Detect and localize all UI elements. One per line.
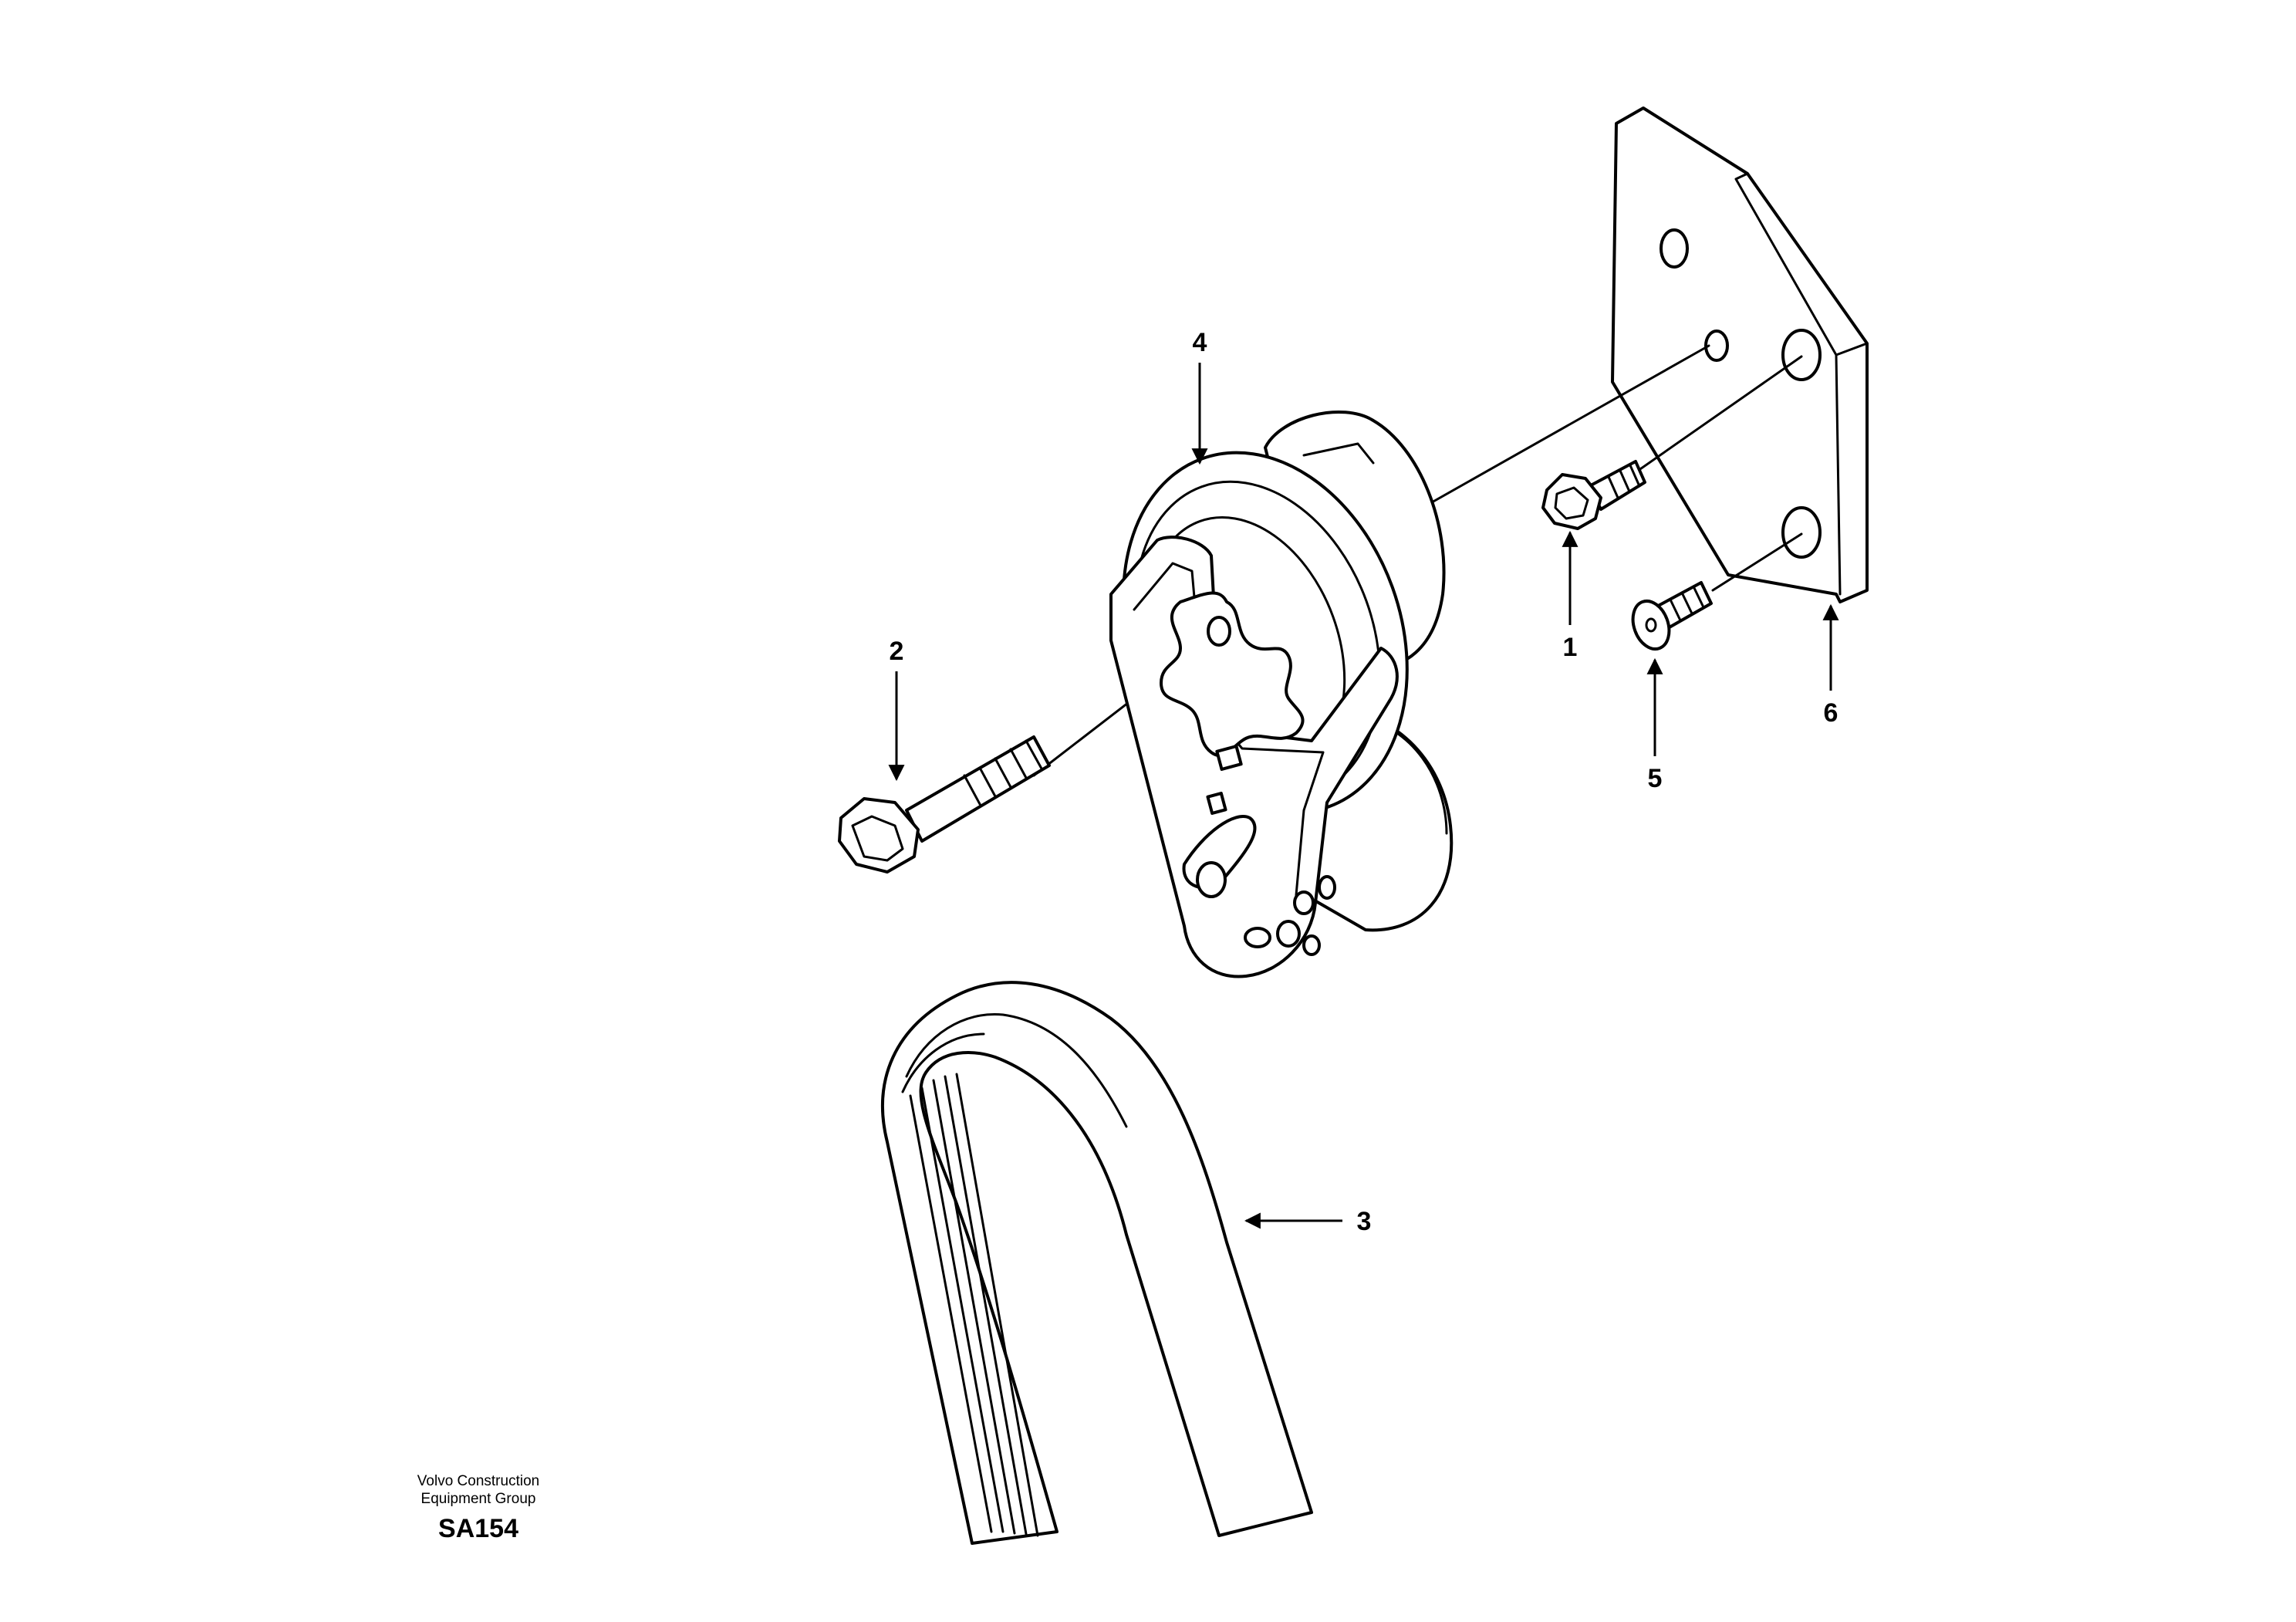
callout-2: 2	[890, 637, 904, 666]
countersunk-screw	[1631, 581, 1713, 650]
callout-5: 5	[1648, 764, 1663, 793]
callout-labels: 2 4 1 5 6 3	[890, 328, 1838, 1236]
tensioner-bolt	[838, 735, 1051, 874]
leader-lines	[888, 363, 1839, 1229]
callout-4: 4	[1193, 328, 1207, 357]
mounting-plate	[1611, 106, 1869, 603]
callout-1: 1	[1563, 633, 1578, 662]
publisher-block: Volvo Construction Equipment Group SA154	[363, 1472, 594, 1544]
callout-6: 6	[1824, 698, 1838, 728]
publisher-name-line-1: Volvo Construction	[417, 1473, 540, 1489]
callout-3: 3	[1357, 1207, 1372, 1236]
poly-v-belt	[881, 981, 1313, 1545]
diagram-code: SA154	[438, 1514, 518, 1543]
hex-flange-screw	[1541, 460, 1646, 530]
belt-tensioner	[1109, 411, 1454, 978]
publisher-name-line-2: Equipment Group	[420, 1491, 536, 1507]
